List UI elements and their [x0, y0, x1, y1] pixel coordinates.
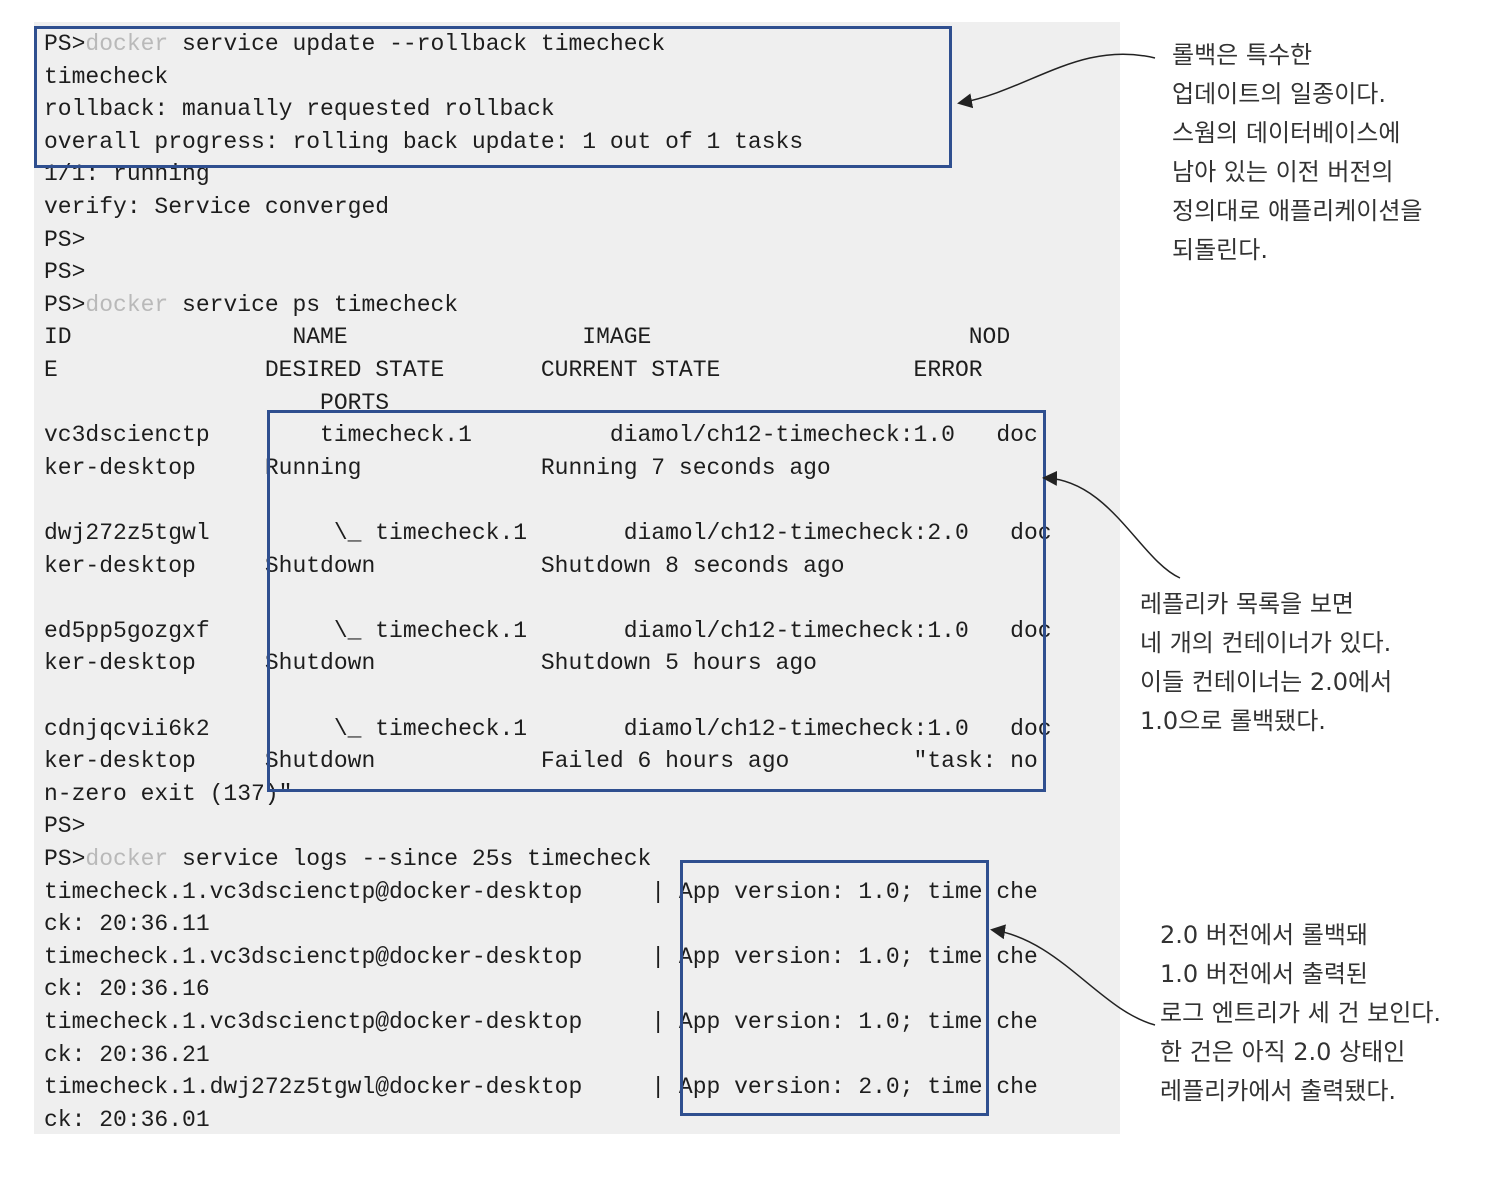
terminal-line: ID NAME IMAGE NOD [44, 324, 1011, 351]
replica-callout: 레플리카 목록을 보면 네 개의 컨테이너가 있다. 이들 컨테이너는 2.0에… [1140, 590, 1393, 735]
terminal-line: ker-desktop Shutdown Failed 6 hours ago … [44, 748, 1038, 775]
terminal-line: ck: 20:36.01 [44, 1106, 210, 1133]
terminal-line: overall progress: rolling back update: 1… [44, 128, 804, 155]
terminal-line: n-zero exit (137)" [44, 780, 293, 807]
prompt: PS> [44, 846, 86, 872]
command-args: service ps timecheck [168, 291, 459, 318]
terminal-line: ker-desktop Running Running 7 seconds ag… [44, 454, 831, 481]
terminal-line: ck: 20:36.16 [44, 976, 210, 1003]
replica-arrow [1042, 470, 1181, 579]
terminal-line: timecheck.1.vc3dscienctp@docker-desktop … [44, 943, 1038, 970]
rollback-callout: 롤백은 특수한 업데이트의 일종이다. 스웜의 데이터베이스에 남아 있는 이전… [1172, 41, 1423, 264]
logs-callout: 2.0 버전에서 롤백돼 1.0 버전에서 출력된 로그 엔트리가 세 건 보인… [1160, 921, 1442, 1105]
rollback-arrow [957, 53, 1156, 109]
terminal-line: PS> [44, 226, 86, 253]
prompt: PS> [44, 31, 86, 57]
terminal-line: PS>docker service logs --since 25s timec… [44, 843, 651, 875]
terminal-line: timecheck.1.vc3dscienctp@docker-desktop … [44, 878, 1038, 905]
terminal-line: ed5pp5gozgxf \_ timecheck.1 diamol/ch12-… [44, 617, 1052, 644]
command-args: service logs --since 25s timecheck [168, 846, 652, 872]
logs-arrow [990, 924, 1156, 1026]
terminal-line: verify: Service converged [44, 194, 390, 220]
terminal-line: rollback: manually requested rollback [44, 96, 555, 123]
terminal-line: timecheck.1.dwj272z5tgwl@docker-desktop … [44, 1074, 1038, 1101]
command-name: docker [85, 31, 169, 57]
terminal-line: PS> [44, 813, 86, 840]
terminal-line: PS>docker service update --rollback time… [44, 28, 665, 60]
command-name: docker [85, 846, 169, 872]
terminal-line: PS> [44, 259, 86, 286]
terminal-line: dwj272z5tgwl \_ timecheck.1 diamol/ch12-… [44, 520, 1052, 546]
terminal-line: E DESIRED STATE CURRENT STATE ERROR [44, 357, 983, 383]
command-args: service update --rollback timecheck [168, 31, 666, 57]
terminal-output: PS>docker service update --rollback time… [34, 22, 1120, 1134]
terminal-line: ck: 20:36.21 [44, 1041, 210, 1068]
terminal-line: ker-desktop Shutdown Shutdown 8 seconds … [44, 552, 845, 579]
terminal-line: timecheck.1.vc3dscienctp@docker-desktop … [44, 1009, 1038, 1035]
prompt: PS> [44, 291, 86, 318]
terminal-line: PS>docker service ps timecheck [44, 289, 458, 321]
terminal-line: cdnjqcvii6k2 \_ timecheck.1 diamol/ch12-… [44, 715, 1052, 742]
terminal-line: ck: 20:36.11 [44, 911, 210, 938]
terminal-line: timecheck [44, 63, 169, 90]
terminal-line: ker-desktop Shutdown Shutdown 5 hours ag… [44, 650, 817, 677]
command-name: docker [85, 291, 169, 318]
terminal-line: vc3dscienctp timecheck.1 diamol/ch12-tim… [44, 422, 1038, 449]
